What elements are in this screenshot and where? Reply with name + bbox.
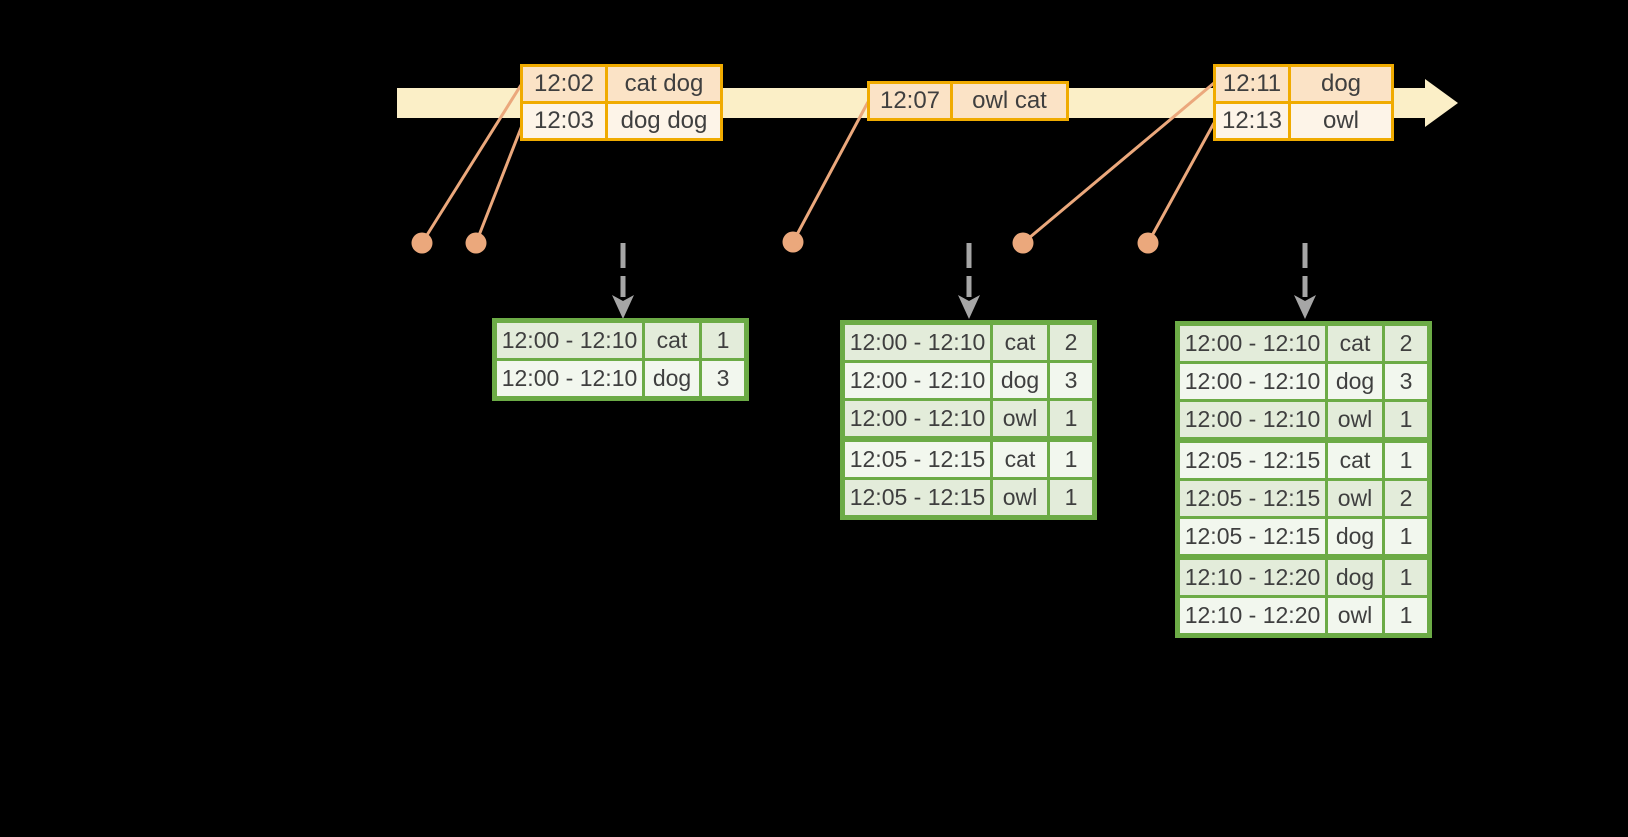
- table-cell: owl: [993, 480, 1047, 515]
- event-dot-icon: [465, 232, 487, 254]
- table-cell: 12:10 - 12:20: [1180, 598, 1325, 633]
- down-dashed-arrow-icon: [958, 243, 980, 319]
- table-cell: 1: [1050, 480, 1092, 515]
- table-cell: 12:00 - 12:10: [1180, 402, 1325, 437]
- table-cell: dog: [645, 361, 699, 396]
- event-dot-icon: [782, 231, 804, 253]
- connector-line: [1022, 81, 1215, 245]
- table-cell: dog: [1291, 67, 1391, 101]
- table-cell: dog: [1328, 519, 1382, 554]
- table-cell: 2: [1385, 326, 1427, 361]
- table-cell: 12:05 - 12:15: [1180, 443, 1325, 478]
- table-cell: 12:03: [523, 104, 605, 138]
- table-cell: 12:00 - 12:10: [497, 323, 642, 358]
- table-cell: 12:07: [870, 84, 950, 118]
- table-cell: 1: [1050, 442, 1092, 477]
- table-cell: 1: [702, 323, 744, 358]
- table-cell: cat: [645, 323, 699, 358]
- connector-line: [791, 101, 870, 243]
- down-dashed-arrow-icon: [612, 243, 634, 319]
- table-cell: owl: [1328, 481, 1382, 516]
- table-cell: dog dog: [608, 104, 720, 138]
- table-cell: cat dog: [608, 67, 720, 101]
- connector-line: [420, 84, 523, 244]
- table-cell: cat: [1328, 443, 1382, 478]
- table-cell: 12:05 - 12:15: [845, 480, 990, 515]
- table-cell: 12:00 - 12:10: [845, 325, 990, 360]
- timeline-right-arrow-icon: [1425, 79, 1458, 127]
- table-cell: dog: [1328, 364, 1382, 399]
- table-cell: owl: [993, 401, 1047, 436]
- table-cell: 1: [1385, 443, 1427, 478]
- table-cell: owl: [1328, 402, 1382, 437]
- table-cell: 3: [702, 361, 744, 396]
- table-cell: cat: [993, 442, 1047, 477]
- table-cell: 1: [1385, 598, 1427, 633]
- table-cell: 12:05 - 12:15: [845, 442, 990, 477]
- table-cell: 3: [1050, 363, 1092, 398]
- table-cell: cat: [993, 325, 1047, 360]
- table-cell: 1: [1385, 519, 1427, 554]
- table-cell: 12:00 - 12:10: [497, 361, 642, 396]
- table-cell: cat: [1328, 326, 1382, 361]
- table-cell: 2: [1385, 481, 1427, 516]
- trigger-arrows: [612, 243, 1316, 319]
- table-cell: owl cat: [953, 84, 1066, 118]
- event-connector-lines: [420, 81, 1216, 245]
- table-cell: 1: [1050, 401, 1092, 436]
- table-cell: 12:00 - 12:10: [1180, 326, 1325, 361]
- table-cell: owl: [1291, 104, 1391, 138]
- table-cell: 12:11: [1216, 67, 1288, 101]
- table-cell: 12:05 - 12:15: [1180, 481, 1325, 516]
- table-cell: 12:00 - 12:10: [845, 401, 990, 436]
- connector-line: [1146, 122, 1216, 244]
- table-cell: 3: [1385, 364, 1427, 399]
- table-cell: 12:13: [1216, 104, 1288, 138]
- event-dot-icon: [1137, 232, 1159, 254]
- table-cell: dog: [1328, 560, 1382, 595]
- event-dot-icon: [1012, 232, 1034, 254]
- table-cell: dog: [993, 363, 1047, 398]
- table-cell: 12:00 - 12:10: [845, 363, 990, 398]
- table-cell: 1: [1385, 402, 1427, 437]
- down-dashed-arrow-icon: [1294, 243, 1316, 319]
- event-time-dots: [411, 231, 1159, 254]
- table-cell: 12:10 - 12:20: [1180, 560, 1325, 595]
- table-cell: 12:05 - 12:15: [1180, 519, 1325, 554]
- table-cell: 12:02: [523, 67, 605, 101]
- table-cell: 2: [1050, 325, 1092, 360]
- table-cell: 1: [1385, 560, 1427, 595]
- event-dot-icon: [411, 232, 433, 254]
- table-cell: 12:00 - 12:10: [1180, 364, 1325, 399]
- table-cell: owl: [1328, 598, 1382, 633]
- connector-line: [474, 122, 525, 244]
